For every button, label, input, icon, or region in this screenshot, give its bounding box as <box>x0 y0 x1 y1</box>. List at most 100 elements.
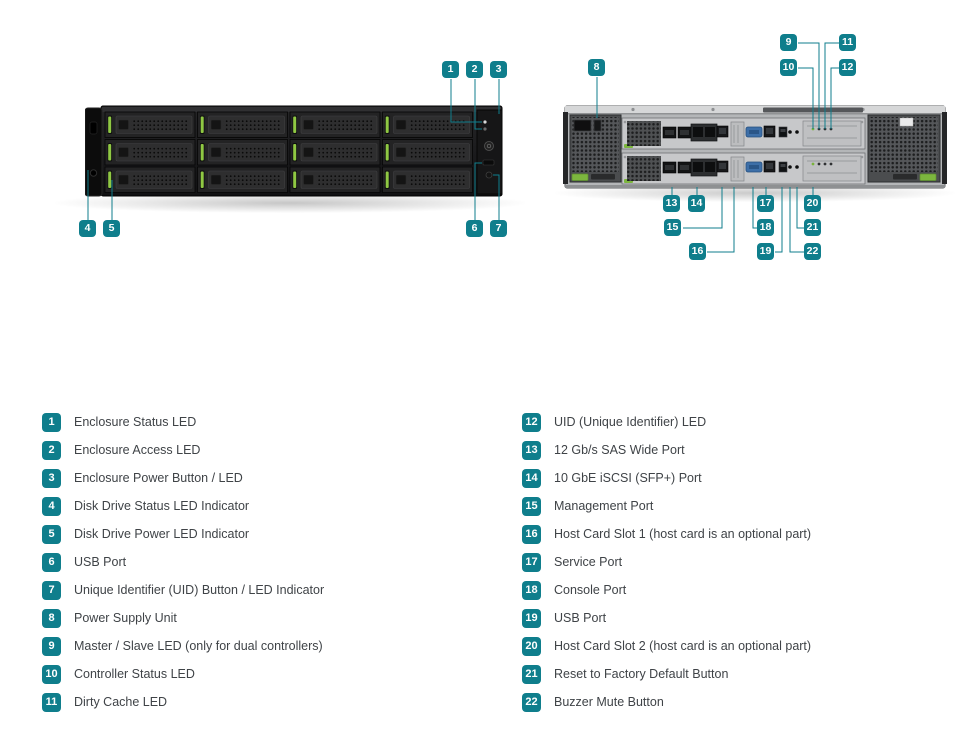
callout-badge-21: 21 <box>804 219 821 236</box>
controller-lower <box>621 152 866 185</box>
legend-badge-1: 1 <box>42 412 61 432</box>
callout-badge-16: 16 <box>689 243 706 260</box>
legend-item-15: 15 Management Port <box>522 492 811 520</box>
legend-item-19: 19 USB Port <box>522 604 811 632</box>
legend-item-8: 8 Power Supply Unit <box>42 604 324 632</box>
legend-label-3: Enclosure Power Button / LED <box>74 471 243 485</box>
legend-badge-2: 2 <box>42 440 61 460</box>
legend-item-5: 5 Disk Drive Power LED Indicator <box>42 520 324 548</box>
legend-label-13: 12 Gb/s SAS Wide Port <box>554 443 685 457</box>
callout-badge-22: 22 <box>804 243 821 260</box>
legend-label-2: Enclosure Access LED <box>74 443 201 457</box>
legend-item-3: 3 Enclosure Power Button / LED <box>42 464 324 492</box>
legend-badge-15: 15 <box>522 496 541 516</box>
legend-label-10: Controller Status LED <box>74 667 195 681</box>
power-button-icon <box>484 141 494 151</box>
legend-label-22: Buzzer Mute Button <box>554 695 664 709</box>
power-supply-left <box>569 114 622 183</box>
callout-badge-10: 10 <box>780 59 797 76</box>
callout-badge-12: 12 <box>839 59 856 76</box>
rack-ear-left <box>85 107 103 197</box>
legend-label-11: Dirty Cache LED <box>74 695 168 709</box>
legend-label-12: UID (Unique Identifier) LED <box>554 415 707 429</box>
callout-badge-11: 11 <box>839 34 856 51</box>
legend-item-9: 9 Master / Slave LED (only for dual contr… <box>42 632 324 660</box>
power-supply-right <box>867 114 941 183</box>
legend-label-5: Disk Drive Power LED Indicator <box>74 527 250 541</box>
legend-item-22: 22 Buzzer Mute Button <box>522 688 811 716</box>
front-view-illustration <box>85 105 503 197</box>
callout-badge-14: 14 <box>688 195 705 212</box>
legend-badge-12: 12 <box>522 412 541 432</box>
legend-item-6: 6 USB Port <box>42 548 324 576</box>
callout-badge-3: 3 <box>490 61 507 78</box>
legend-badge-9: 9 <box>42 636 61 656</box>
legend-item-1: 1 Enclosure Status LED <box>42 408 324 436</box>
legend-label-14: 10 GbE iSCSI (SFP+) Port <box>554 471 702 485</box>
enclosure-status-led <box>483 120 487 124</box>
callout-badge-19: 19 <box>757 243 774 260</box>
legend-badge-14: 14 <box>522 468 541 488</box>
front-control-panel <box>476 109 503 195</box>
controller-upper <box>621 117 866 150</box>
legend-label-20: Host Card Slot 2 (host card is an option… <box>554 639 812 653</box>
callout-badge-20: 20 <box>804 195 821 212</box>
uid-button-icon <box>485 171 493 179</box>
rear-view-illustration <box>563 105 947 189</box>
callout-badge-5: 5 <box>103 220 120 237</box>
legend-badge-20: 20 <box>522 636 541 656</box>
legend-label-4: Disk Drive Status LED Indicator <box>74 499 250 513</box>
enclosure-access-led <box>483 127 487 131</box>
legend-badge-21: 21 <box>522 664 541 684</box>
legend-badge-22: 22 <box>522 692 541 712</box>
legend-label-8: Power Supply Unit <box>74 611 177 625</box>
legend-badge-7: 7 <box>42 580 61 600</box>
legend-label-19: USB Port <box>554 611 607 625</box>
callout-badge-6: 6 <box>466 220 483 237</box>
legend-label-15: Management Port <box>554 499 654 513</box>
legend-label-9: Master / Slave LED (only for dual contro… <box>74 639 323 653</box>
legend-badge-11: 11 <box>42 692 61 712</box>
legend-item-4: 4 Disk Drive Status LED Indicator <box>42 492 324 520</box>
legend-item-14: 14 10 GbE iSCSI (SFP+) Port <box>522 464 811 492</box>
legend-item-11: 11 Dirty Cache LED <box>42 688 324 716</box>
legend-badge-16: 16 <box>522 524 541 544</box>
legend-label-18: Console Port <box>554 583 627 597</box>
legend-item-18: 18 Console Port <box>522 576 811 604</box>
legend-item-20: 20 Host Card Slot 2 (host card is an opti… <box>522 632 811 660</box>
front-view-shadow <box>55 193 525 213</box>
legend-badge-19: 19 <box>522 608 541 628</box>
legend-badge-8: 8 <box>42 608 61 628</box>
legend-label-1: Enclosure Status LED <box>74 415 197 429</box>
legend-badge-17: 17 <box>522 552 541 572</box>
legend-item-12: 12 UID (Unique Identifier) LED <box>522 408 811 436</box>
usb-port-icon <box>482 159 495 166</box>
callout-badge-8: 8 <box>588 59 605 76</box>
legend-item-16: 16 Host Card Slot 1 (host card is an opti… <box>522 520 811 548</box>
callout-badge-2: 2 <box>466 61 483 78</box>
legend-item-17: 17 Service Port <box>522 548 811 576</box>
callout-badge-4: 4 <box>79 220 96 237</box>
legend-badge-13: 13 <box>522 440 541 460</box>
callout-badge-17: 17 <box>757 195 774 212</box>
legend-badge-6: 6 <box>42 552 61 572</box>
callout-badge-1: 1 <box>442 61 459 78</box>
legend-item-21: 21 Reset to Factory Default Button <box>522 660 811 688</box>
legend-right-column: 12 UID (Unique Identifier) LED 13 12 Gb/s … <box>522 408 811 716</box>
legend-badge-4: 4 <box>42 496 61 516</box>
legend-item-13: 13 12 Gb/s SAS Wide Port <box>522 436 811 464</box>
legend-badge-18: 18 <box>522 580 541 600</box>
legend-left-column: 1 Enclosure Status LED 2 Enclosure Access … <box>42 408 324 716</box>
legend-badge-5: 5 <box>42 524 61 544</box>
legend-badge-3: 3 <box>42 468 61 488</box>
legend-item-2: 2 Enclosure Access LED <box>42 436 324 464</box>
legend-label-16: Host Card Slot 1 (host card is an option… <box>554 527 812 541</box>
callout-badge-18: 18 <box>757 219 774 236</box>
legend-label-17: Service Port <box>554 555 623 569</box>
legend-label-6: USB Port <box>74 555 127 569</box>
callout-badge-13: 13 <box>663 195 680 212</box>
legend-label-21: Reset to Factory Default Button <box>554 667 729 681</box>
